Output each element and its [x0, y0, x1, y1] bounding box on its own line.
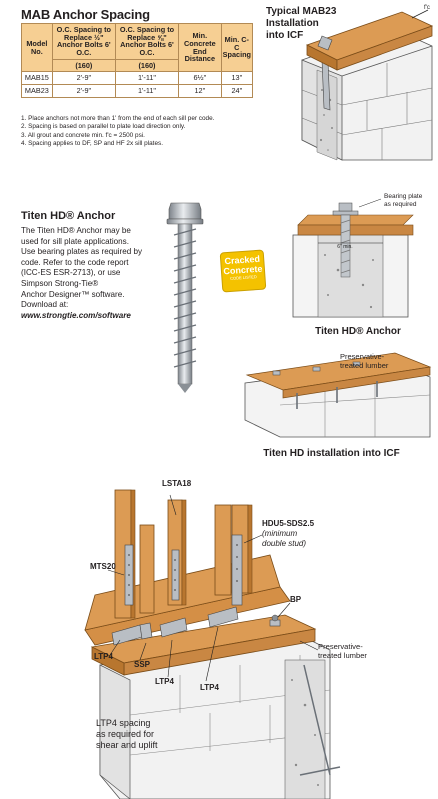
cell-fiveeighth: 1'-11" [114, 71, 180, 85]
subheader-fiveeighth: (160) [114, 58, 180, 73]
mab-spacing-table: Model No. O.C. Spacing to Replace ½" Anc… [21, 22, 254, 98]
label-line: as required [384, 200, 417, 208]
note-line: as required for [96, 729, 155, 739]
titen-website-link[interactable]: www.strongtie.com/software [21, 310, 131, 320]
header-half: O.C. Spacing to Replace ½" Anchor Bolts … [51, 23, 116, 60]
titen-title: Titen HD® Anchor [21, 210, 116, 222]
titen-body-line: Use bearing plates as required by [21, 247, 143, 257]
cell-model: MAB15 [21, 71, 53, 85]
titen-body-line: Anchor Designer™ software. [21, 289, 125, 299]
titen-body-line: code. Refer to the code report [21, 257, 129, 267]
cell-cc: 13" [220, 71, 254, 85]
titen-body-line: used for sill plate applications. [21, 236, 129, 246]
note-line: LTP4 spacing [96, 718, 151, 728]
header-min-cc: Min. C-C Spacing [220, 22, 254, 73]
label-line: (minimum [262, 529, 298, 538]
label-preservative-treated: Preservative- treated lumber [318, 642, 367, 660]
label-lsta18: LSTA18 [162, 479, 192, 488]
mab-title: MAB Anchor Spacing [21, 7, 150, 22]
header-fiveeighth: O.C. Spacing to Replace ⅝" Anchor Bolts … [114, 23, 180, 60]
mab23-caption-line: Installation [266, 18, 319, 29]
titen-detail-illustration: 6" min. [292, 198, 414, 318]
footnote: 3. All grout and concrete min. f'c = 250… [21, 131, 145, 139]
preservative-treated-label: Preservative- treated lumber [340, 352, 388, 370]
titen-body-line: (ICC-ES ESR-2713), or use [21, 268, 121, 278]
label-mts20: MTS20 [90, 562, 116, 571]
cell-half: 2'-9" [51, 83, 116, 98]
label-hdu5: HDU5-SDS2.5 (minimum double stud) [262, 519, 314, 549]
mab23-caption: Typical MAB23 Installation into ICF [266, 6, 336, 42]
label-line: Preservative- [318, 642, 363, 651]
titen-screw-anchor-image [166, 202, 204, 393]
note-line: shear and uplift [96, 740, 158, 750]
label-line: treated lumber [318, 651, 367, 660]
titen-body-line: The Titen HD® Anchor may be [21, 226, 131, 235]
table-row: MAB15 2'-9" 1'-11" 6½" 13" [21, 71, 254, 85]
ltp4-spacing-note: LTP4 spacing as required for shear and u… [96, 718, 158, 751]
header-model: Model No. [21, 22, 53, 73]
label-line: HDU5-SDS2.5 [262, 519, 315, 528]
mab-footnotes: 1. Place anchors not more than 1' from t… [21, 115, 251, 148]
header-min-end: Min. Concrete End Distance [178, 22, 222, 73]
cell-end: 12" [178, 83, 222, 98]
label-bp: BP [290, 595, 302, 604]
titen-body-line: Download at: [21, 300, 69, 310]
mab23-caption-line: Typical MAB23 [266, 6, 337, 17]
detail-dim-label: 6" min. [337, 244, 352, 250]
cell-end: 6½" [178, 71, 222, 85]
cell-model: MAB23 [21, 83, 53, 98]
wall-assembly-illustration [84, 489, 341, 799]
table-row: MAB23 2'-9" 1'-11" 12" 24" [21, 83, 254, 98]
titen-detail-caption: Titen HD® Anchor [315, 326, 401, 337]
table-header-row: Model No. O.C. Spacing to Replace ½" Anc… [21, 22, 254, 73]
label-ssp: SSP [134, 660, 151, 669]
label-line: treated lumber [340, 361, 389, 370]
footnote: 2. Spacing is based on parallel to plate… [21, 123, 186, 131]
footnote: 1. Place anchors not more than 1' from t… [21, 115, 215, 122]
mab23-caption-line: into ICF [266, 30, 304, 41]
label-line: double stud) [262, 539, 307, 548]
cracked-concrete-badge: Cracked Concrete CODE LISTED [220, 250, 266, 292]
titen-body-line: Simpson Strong-Tie® [21, 278, 99, 288]
label-ltp4-middle: LTP4 [155, 677, 174, 686]
cell-half: 2'-9" [51, 71, 116, 85]
footnote: 4. Spacing applies to DF, SP and HF 2x s… [21, 139, 163, 147]
titen-icf-caption: Titen HD installation into ICF [263, 448, 400, 459]
label-ltp4-right: LTP4 [200, 683, 219, 692]
cell-fiveeighth: 1'-11" [114, 83, 180, 98]
label-ltp4-left: LTP4 [94, 652, 113, 661]
titen-icf-illustration [244, 352, 432, 438]
mab23-dim-label: f'c [424, 5, 430, 11]
titen-description: The Titen HD® Anchor may be used for sil… [21, 226, 161, 321]
subheader-half: (160) [51, 58, 116, 73]
cell-cc: 24" [220, 83, 254, 98]
bearing-plate-label: Bearing plate as required [384, 193, 422, 208]
table-subheader-row: (160) (160) [22, 58, 253, 73]
label-line: Preservative- [340, 352, 385, 361]
mab23-icf-illustration: f'c [301, 5, 434, 161]
label-line: Bearing plate [384, 193, 423, 200]
